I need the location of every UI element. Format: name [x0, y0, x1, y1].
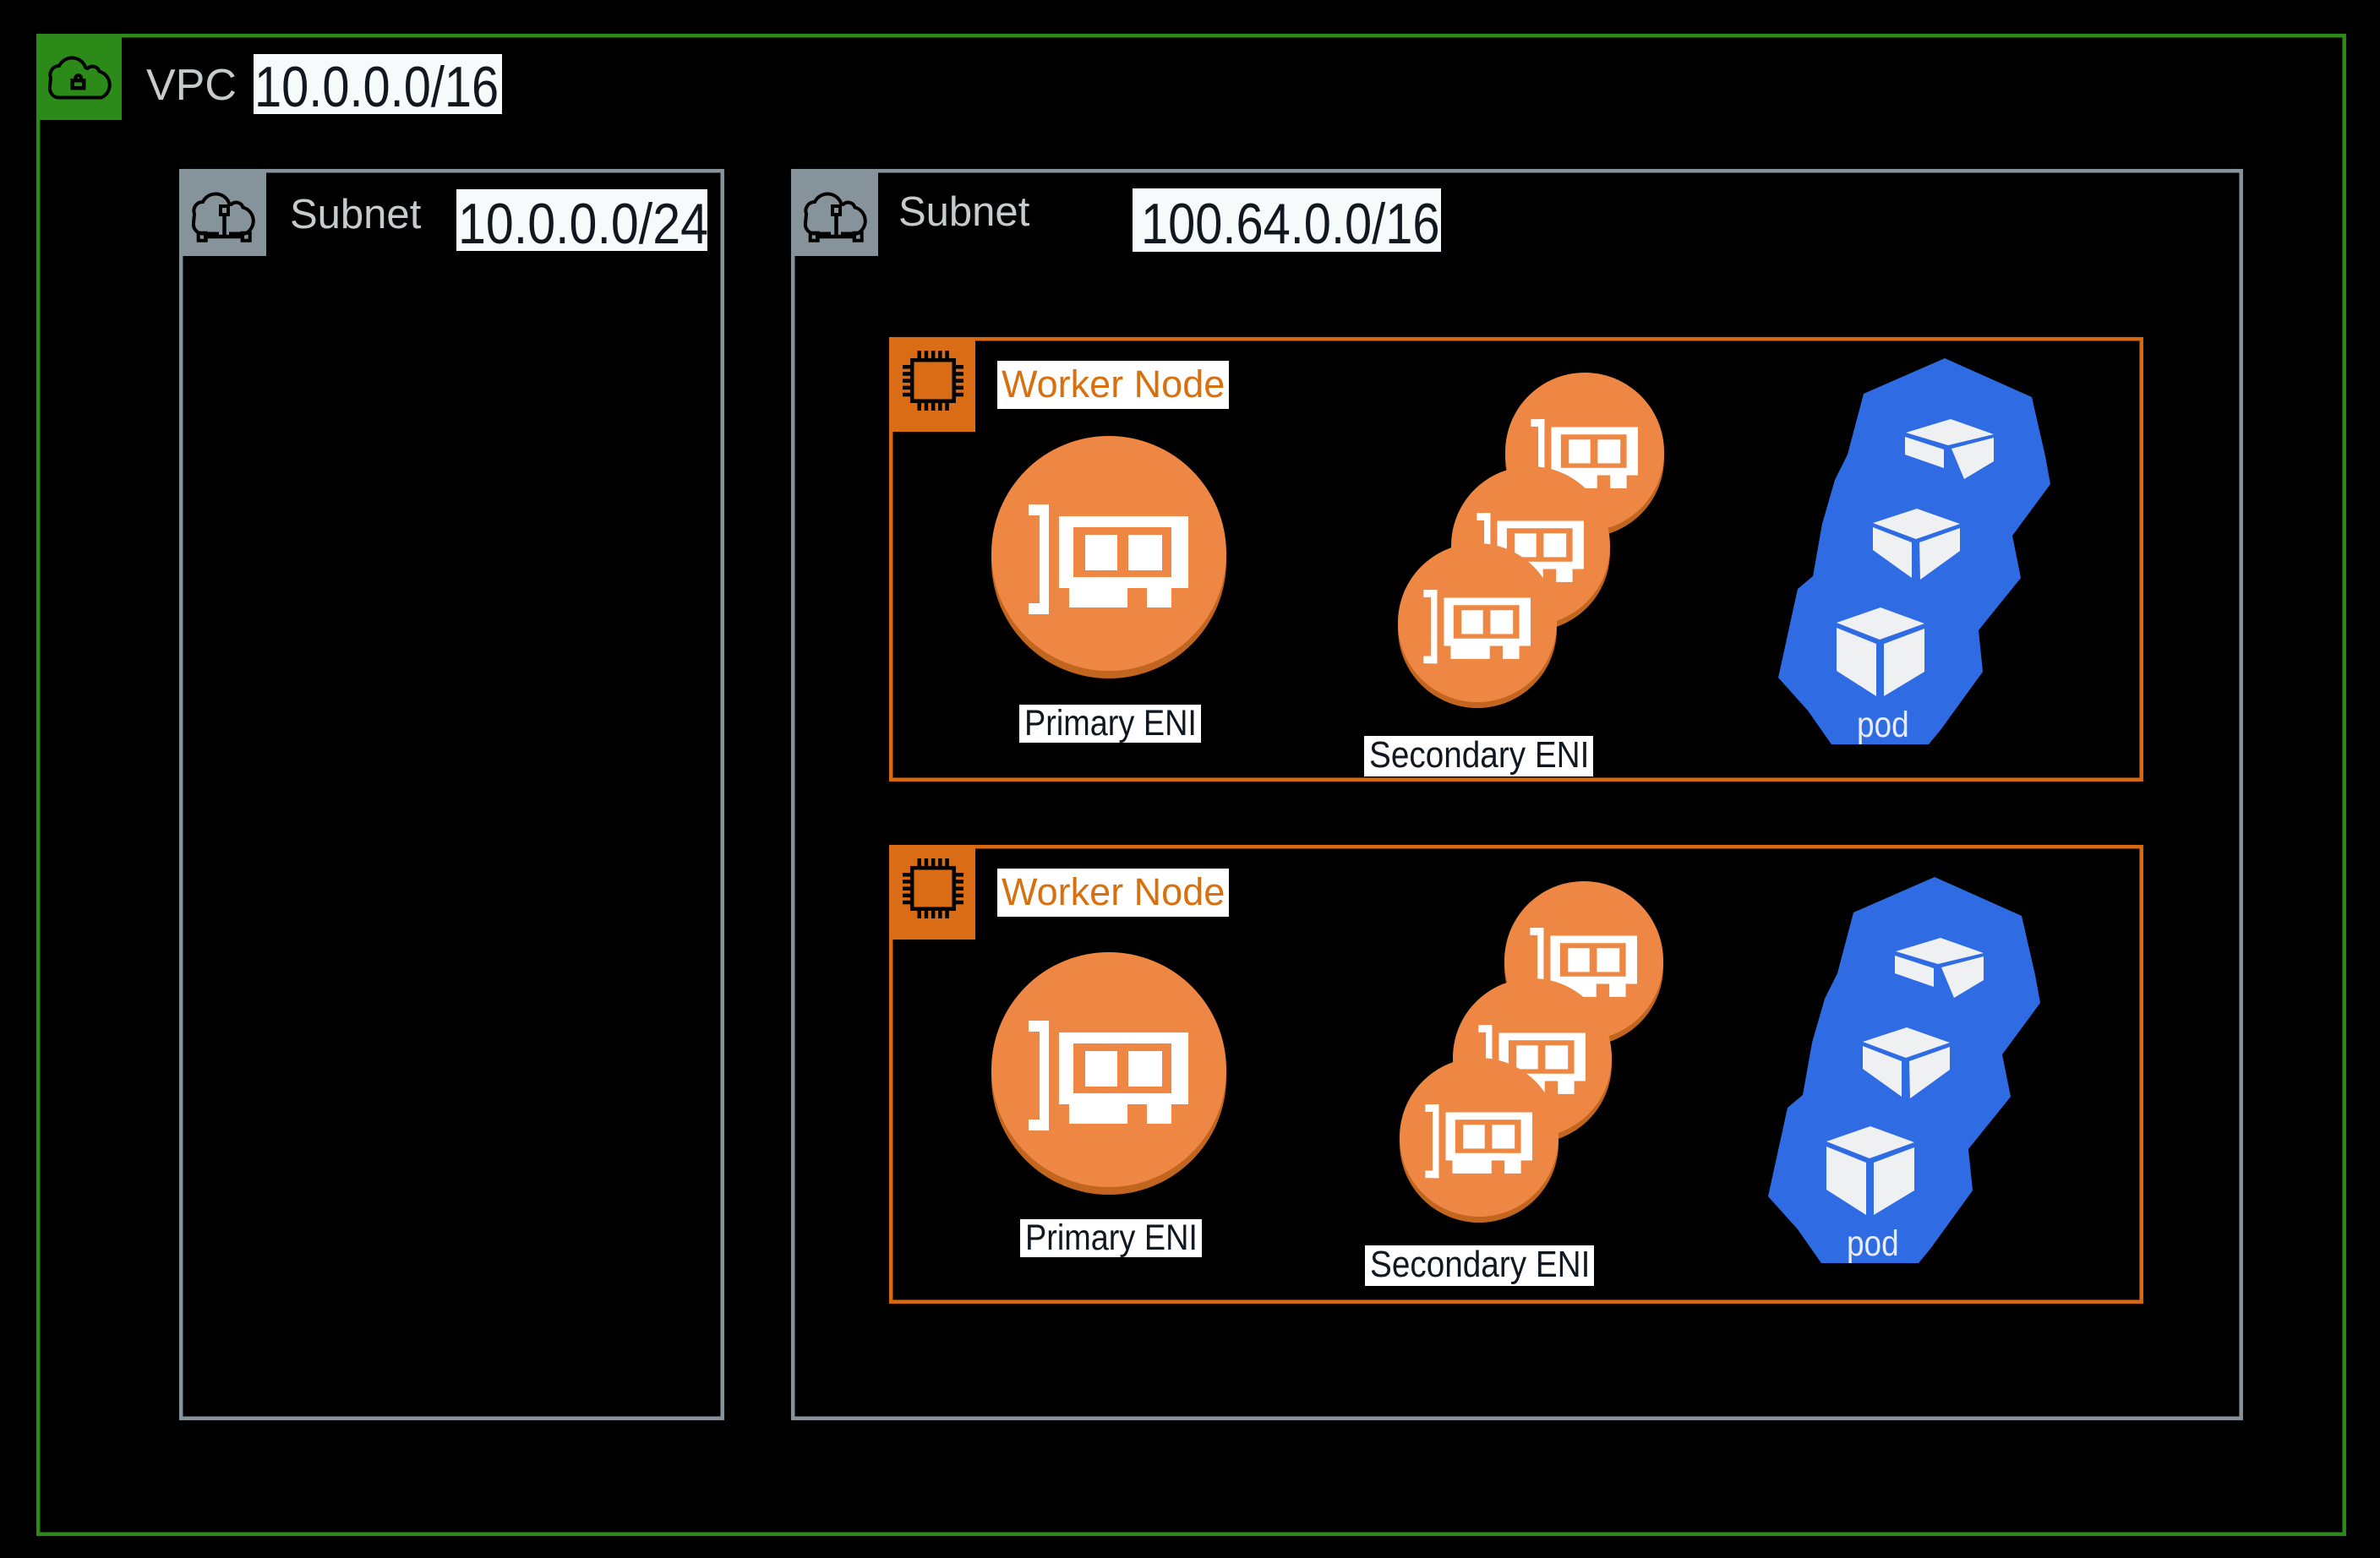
svg-text:Subnet: Subnet [290, 192, 422, 237]
svg-text:VPC: VPC [146, 61, 237, 110]
svg-text:10.0.0.0/24: 10.0.0.0/24 [458, 191, 708, 256]
svg-text:10.0.0.0/16: 10.0.0.0/16 [254, 56, 499, 119]
svg-text:100.64.0.0/16: 100.64.0.0/16 [1141, 193, 1439, 256]
svg-text:Subnet: Subnet [898, 189, 1030, 235]
